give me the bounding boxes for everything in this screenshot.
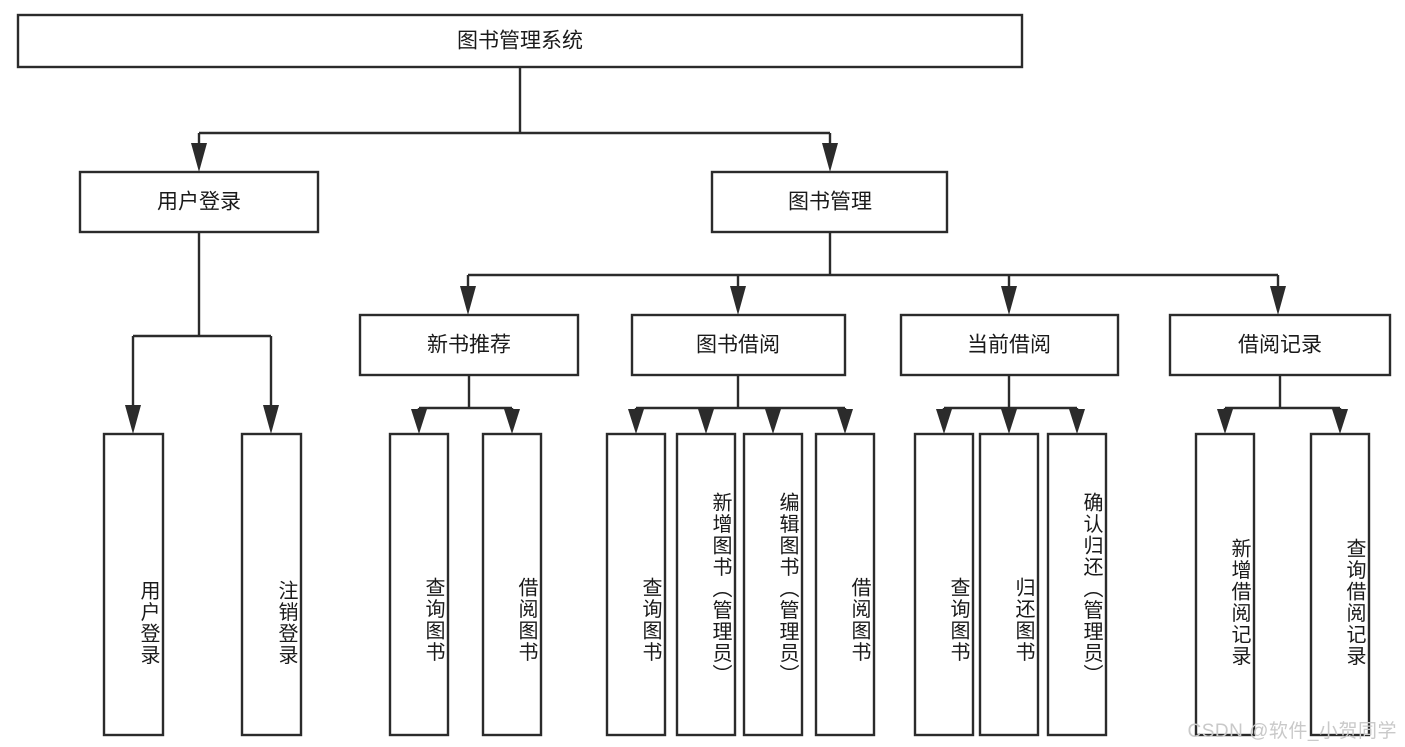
arrow-head-icon [1332, 409, 1348, 434]
arrow-head-icon [504, 409, 520, 434]
connector-book-management-to-level2 [460, 232, 1286, 315]
arrow-head-icon [411, 409, 427, 434]
node-current-borrow-box [899, 313, 1120, 377]
leaf-box-logout-login[interactable] [240, 432, 303, 737]
leaf-box-borrow-book-1[interactable] [481, 432, 543, 737]
leaf-box-edit-book[interactable] [742, 432, 804, 737]
node-book-borrow-label: 图书借阅 [696, 334, 780, 357]
arrow-head-icon [1001, 409, 1017, 434]
arrow-head-icon [1270, 286, 1286, 315]
connector-user-login-to-leaves [125, 232, 279, 434]
arrow-head-icon [1217, 409, 1233, 434]
connector-root-to-level1 [191, 67, 838, 172]
node-root-system-label: 图书管理系统 [457, 30, 583, 53]
node-root-system[interactable]: 图书管理系统 [16, 13, 1024, 69]
node-current-borrow-label: 当前借阅 [967, 334, 1051, 357]
leaf-box-return-book[interactable] [978, 432, 1040, 737]
node-book-management-label: 图书管理 [788, 191, 872, 214]
arrow-head-icon [1001, 286, 1017, 315]
arrow-head-icon [1069, 409, 1085, 434]
connector-new-book-recommend-to-leaves [411, 375, 520, 434]
node-user-login-box [78, 170, 320, 234]
arrow-head-icon [460, 286, 476, 315]
node-new-book-recommend-box [358, 313, 580, 377]
leaf-box-query-book-1[interactable] [388, 432, 450, 737]
leaf-box-add-record[interactable] [1194, 432, 1256, 737]
arrow-head-icon [765, 409, 781, 434]
arrow-head-icon [936, 409, 952, 434]
connector-borrow-record-to-leaves [1217, 375, 1348, 434]
arrow-head-icon [191, 143, 207, 172]
node-new-book-recommend[interactable]: 新书推荐 [358, 313, 580, 377]
leaf-box-user-login[interactable] [102, 432, 165, 737]
csdn-watermark: CSDN @软件_小贺同学 [1187, 721, 1397, 742]
node-book-management[interactable]: 图书管理 [710, 170, 949, 234]
leaf-box-query-record[interactable] [1309, 432, 1371, 737]
arrow-head-icon [837, 409, 853, 434]
leaf-box-query-book-2[interactable] [605, 432, 667, 737]
arrow-head-icon [263, 405, 279, 434]
leaf-box-add-book[interactable] [675, 432, 737, 737]
node-book-borrow[interactable]: 图书借阅 [630, 313, 847, 377]
node-user-login[interactable]: 用户登录 [78, 170, 320, 234]
connector-current-borrow-to-leaves [936, 375, 1085, 434]
node-user-login-label: 用户登录 [157, 191, 241, 214]
arrow-head-icon [730, 286, 746, 315]
node-current-borrow[interactable]: 当前借阅 [899, 313, 1120, 377]
node-borrow-record-label: 借阅记录 [1238, 334, 1322, 357]
arrow-head-icon [822, 143, 838, 172]
node-root-system-box [16, 13, 1024, 69]
arrow-head-icon [628, 409, 644, 434]
leaf-box-query-book-3[interactable] [913, 432, 975, 737]
arrow-head-icon [125, 405, 141, 434]
arrow-head-icon [698, 409, 714, 434]
leaf-box-borrow-book-2[interactable] [814, 432, 876, 737]
leaf-box-confirm-return[interactable] [1046, 432, 1108, 737]
node-new-book-recommend-label: 新书推荐 [427, 334, 511, 357]
connector-book-borrow-to-leaves [628, 375, 853, 434]
node-borrow-record[interactable]: 借阅记录 [1168, 313, 1392, 377]
